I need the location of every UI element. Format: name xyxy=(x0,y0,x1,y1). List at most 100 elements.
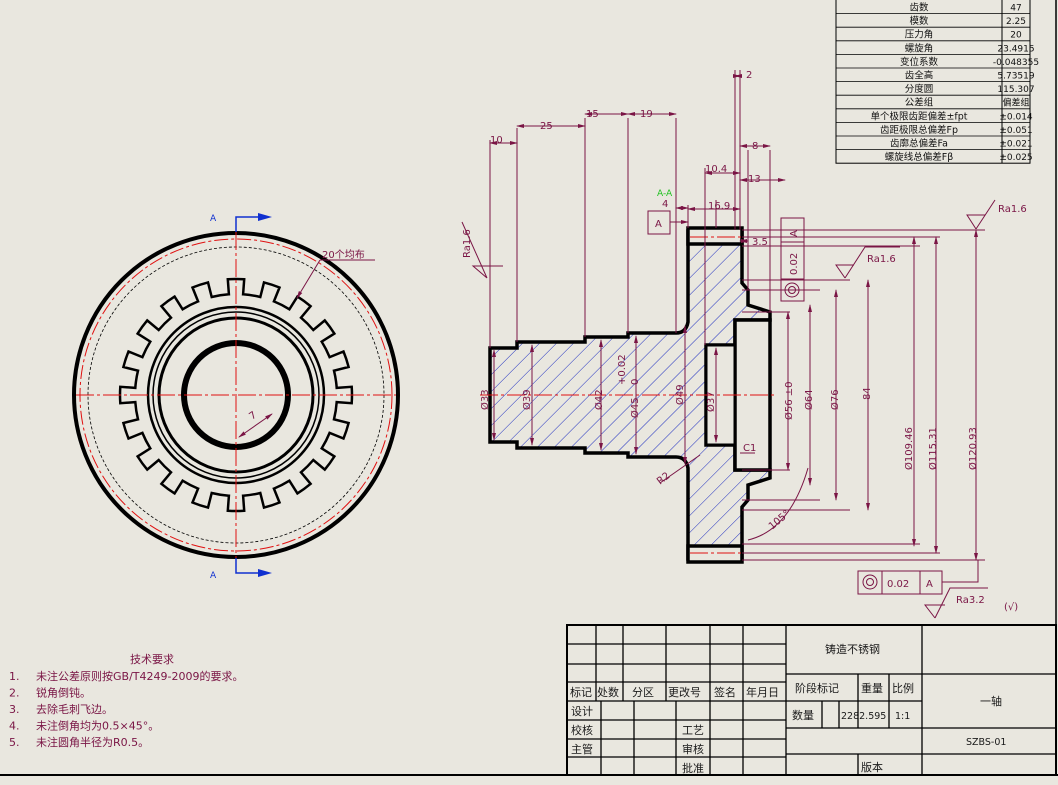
diameter-label: 0 xyxy=(630,379,641,385)
section-label-top: A xyxy=(210,214,217,224)
weight-label: 重量 xyxy=(861,681,883,695)
roughness-symbol-3 xyxy=(966,199,996,230)
dim-4: 4 xyxy=(662,199,668,210)
technical-requirements: 技术要求 1.未注公差原则按GB/T4249-2009的要求。2.锐角倒钝。3.… xyxy=(9,653,243,749)
roughness-1: Ra1.6 xyxy=(462,229,473,258)
stage-label: 阶段标记 xyxy=(795,681,839,695)
gear-param-label: 变位系数 xyxy=(900,56,939,68)
datum-label: A xyxy=(655,219,662,230)
gear-param-label: 齿数 xyxy=(909,2,929,14)
dim-15: 15 xyxy=(586,109,599,120)
tech-req-number: 1. xyxy=(9,670,20,683)
diameter-label: Ø39 xyxy=(521,389,533,410)
gear-param-value: -0.048355 xyxy=(993,58,1039,68)
diameter-label: Ø49 xyxy=(674,384,686,405)
tol-bottom-datum: A xyxy=(926,579,933,590)
tol-bottom-value: 0.02 xyxy=(887,579,909,590)
front-view: A A 20个均布 7 xyxy=(72,213,400,581)
section-title: A-A xyxy=(657,189,673,199)
dim-19: 19 xyxy=(640,109,653,120)
dim-25: 25 xyxy=(540,121,553,132)
spline-note: 20个均布 xyxy=(322,249,365,261)
gear-param-value: ±0.021 xyxy=(999,140,1032,150)
tech-req-item: 未注圆角半径为R0.5。 xyxy=(36,735,149,749)
gear-param-value: ±0.014 xyxy=(999,112,1033,122)
header-sign: 签名 xyxy=(714,685,736,699)
angle-label: 105° xyxy=(767,508,793,532)
gear-param-label: 齿全高 xyxy=(905,70,934,82)
diameter-label: Ø37 xyxy=(705,391,717,412)
gear-param-value: 5.73519 xyxy=(997,72,1034,82)
gear-param-label: 模数 xyxy=(909,15,929,27)
roughness-symbol-1 xyxy=(461,221,503,279)
role-design: 设计 xyxy=(571,705,593,718)
gear-param-value: 23.4915 xyxy=(997,44,1034,54)
diameter-label: Ø109.46 xyxy=(903,427,915,470)
dim-10: 10 xyxy=(490,135,503,146)
tech-req-number: 3. xyxy=(9,703,20,716)
role-approve: 批准 xyxy=(682,761,704,775)
material: 铸造不锈钢 xyxy=(825,642,880,656)
dim-2: 2 xyxy=(746,70,752,81)
gear-tooth-top xyxy=(686,226,744,246)
tolerance-frame-bottom: 0.02 A xyxy=(857,560,979,595)
gear-param-label: 压力角 xyxy=(905,29,934,41)
role-manager: 主管 xyxy=(571,742,593,756)
spline-width-value: 7 xyxy=(247,410,259,423)
diameter-label: Ø64 xyxy=(803,389,815,410)
dim-16-9: 16.9 xyxy=(708,201,730,212)
angle-arc xyxy=(747,467,809,541)
title-block: 铸造不锈钢 标记 处数 分区 更改号 签名 年月日 设计 校核 主管 工艺 审核… xyxy=(566,624,1057,776)
chamfer-label: C1 xyxy=(743,443,756,454)
gear-param-value: 20 xyxy=(1010,31,1022,41)
gear-param-label: 齿距极限总偏差Fp xyxy=(880,124,958,136)
part-name: 一轴 xyxy=(980,694,1002,708)
tech-req-title: 技术要求 xyxy=(130,653,174,666)
tol-top-datum: A xyxy=(789,230,800,237)
tech-req-number: 2. xyxy=(9,687,20,700)
inner-recess xyxy=(704,343,737,447)
scale-value: 1:1 xyxy=(895,711,910,722)
diameter-label: Ø33 xyxy=(479,389,491,410)
gear-param-label: 单个极限齿距偏差±fpt xyxy=(870,110,967,122)
diameter-label: 84 xyxy=(862,387,873,400)
section-arrow-top xyxy=(235,216,262,232)
spline-width-dim xyxy=(238,413,273,438)
gear-param-label: 螺旋线总偏差Fβ xyxy=(885,151,954,163)
roughness-4: Ra3.2 xyxy=(956,595,985,606)
concentricity-icon xyxy=(784,282,800,298)
gear-param-label: 螺旋角 xyxy=(905,42,934,54)
arrow-head-icon xyxy=(258,213,272,221)
gear-param-value: 47 xyxy=(1010,4,1021,14)
dim-10-4: 10.4 xyxy=(705,164,727,175)
diameter-label: Ø42 xyxy=(593,389,605,410)
role-review: 审核 xyxy=(682,742,704,756)
concentricity-icon xyxy=(862,574,878,590)
tol-top-value: 0.02 xyxy=(789,253,800,275)
roughness-2: Ra1.6 xyxy=(867,254,896,265)
section-label-bottom: A xyxy=(210,571,217,581)
diameter-label: Ø120.93 xyxy=(967,427,979,470)
scale-label: 比例 xyxy=(892,681,914,695)
drawing-number: SZBS-01 xyxy=(966,737,1006,748)
tech-req-item: 去除毛刺飞边。 xyxy=(36,702,113,716)
tech-req-item: 未注公差原则按GB/T4249-2009的要求。 xyxy=(36,669,243,683)
header-date: 年月日 xyxy=(746,685,779,699)
tech-req-number: 4. xyxy=(9,720,20,733)
diameter-label: Ø115.31 xyxy=(927,427,939,470)
gear-param-label: 分度圆 xyxy=(905,83,934,95)
gear-param-label: 公差组 xyxy=(905,97,934,109)
tech-req-number: 5. xyxy=(9,736,20,749)
header-mark: 标记 xyxy=(570,685,592,699)
roughness-3: Ra1.6 xyxy=(998,204,1027,215)
fillet-leader xyxy=(659,454,701,484)
gear-tooth-bottom xyxy=(686,544,744,564)
gear-param-value: ±0.025 xyxy=(999,153,1032,163)
dim-13: 13 xyxy=(748,174,761,185)
roughness-symbol-2 xyxy=(835,246,900,279)
diameter-label: Ø56 ±0 xyxy=(783,381,795,420)
header-zone: 分区 xyxy=(632,686,654,699)
roughness-symbol-4 xyxy=(923,587,988,619)
diameter-label: +0.02 xyxy=(617,354,628,385)
